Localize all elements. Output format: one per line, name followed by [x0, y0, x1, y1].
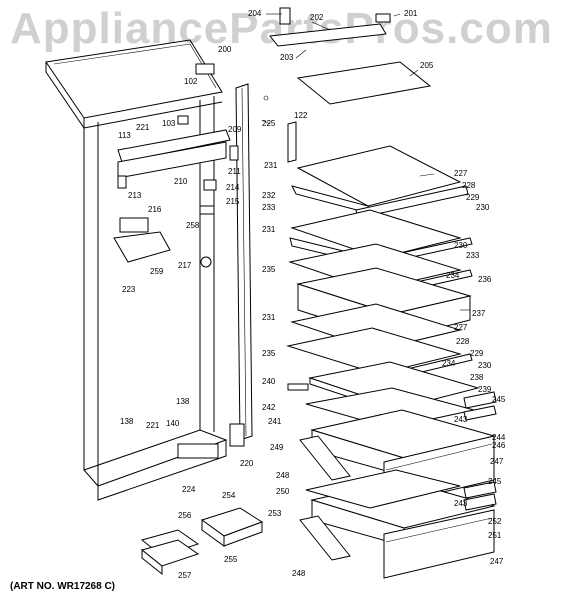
label-234-b: 234: [442, 359, 456, 368]
label-252: 252: [488, 517, 502, 526]
label-231-b: 231: [262, 225, 276, 234]
label-253: 253: [268, 509, 282, 518]
label-220: 220: [240, 459, 254, 468]
label-223: 223: [122, 285, 136, 294]
label-235-a: 235: [262, 265, 276, 274]
label-224: 224: [182, 485, 196, 494]
art-number: (ART NO. WR17268 C): [10, 581, 116, 592]
part-labels: 204 202 201 200 203 205 102 221 103 209 …: [118, 9, 506, 580]
label-254: 254: [222, 491, 236, 500]
label-243-b: 243: [454, 499, 468, 508]
label-138-a: 138: [176, 397, 190, 406]
label-255: 255: [224, 555, 238, 564]
label-201: 201: [404, 9, 418, 18]
top-shelf: [269, 7, 432, 105]
label-200: 200: [218, 45, 232, 54]
label-122: 122: [294, 111, 308, 120]
label-247-b: 247: [490, 557, 504, 566]
label-140: 140: [166, 419, 180, 428]
label-235-b: 235: [262, 349, 276, 358]
label-237: 237: [472, 309, 486, 318]
label-245-b: 245: [488, 477, 502, 486]
label-233-a: 233: [262, 203, 276, 212]
label-257: 257: [178, 571, 192, 580]
glass-shelves: [288, 145, 473, 299]
label-232: 232: [262, 191, 276, 200]
label-221-top: 221: [136, 123, 150, 132]
label-227-b: 227: [454, 323, 468, 332]
label-230-a: 230: [476, 203, 490, 212]
center-mullion: [235, 83, 269, 441]
label-213: 213: [128, 191, 142, 200]
label-250: 250: [276, 487, 290, 496]
label-230-b: 230: [454, 241, 468, 250]
label-138-b: 138: [120, 417, 134, 426]
label-229-a: 229: [466, 193, 480, 202]
label-230-c: 230: [478, 361, 492, 370]
label-231-c: 231: [262, 313, 276, 322]
drawer-rails: [463, 391, 497, 511]
label-217: 217: [178, 261, 192, 270]
label-233-b: 233: [466, 251, 480, 260]
label-238: 238: [470, 373, 484, 382]
label-244: 244: [492, 433, 506, 442]
label-241: 241: [268, 417, 282, 426]
crisper-drawer-lower: [299, 469, 496, 579]
leader-lines: [261, 13, 470, 311]
label-246: 246: [492, 441, 506, 450]
label-228-a: 228: [462, 181, 476, 190]
label-205: 205: [420, 61, 434, 70]
label-214: 214: [226, 183, 240, 192]
label-258: 258: [186, 221, 200, 230]
label-231-a: 231: [264, 161, 278, 170]
label-248-a: 248: [276, 471, 290, 480]
label-209: 209: [228, 125, 242, 134]
small-bins: [140, 507, 264, 576]
label-259: 259: [150, 267, 164, 276]
label-113: 113: [118, 131, 131, 140]
label-239: 239: [478, 385, 492, 394]
label-248-b: 248: [292, 569, 306, 578]
label-215: 215: [226, 197, 240, 206]
shelf-ladder: [287, 121, 297, 163]
label-234-a: 234: [446, 271, 460, 280]
label-251: 251: [488, 531, 502, 540]
label-247-a: 247: [490, 457, 504, 466]
label-228-b: 228: [456, 337, 470, 346]
label-202: 202: [310, 13, 324, 22]
control-housing: [113, 63, 245, 459]
label-103: 103: [162, 119, 176, 128]
label-211: 211: [228, 167, 241, 176]
label-256: 256: [178, 511, 192, 520]
label-236: 236: [478, 275, 492, 284]
label-221-bottom: 221: [146, 421, 160, 430]
label-210: 210: [174, 177, 188, 186]
label-225: 225: [262, 119, 276, 128]
label-229-b: 229: [470, 349, 484, 358]
label-227-a: 227: [454, 169, 468, 178]
label-243-a: 243: [454, 415, 468, 424]
cabinet-liner: [45, 39, 228, 501]
label-102: 102: [184, 77, 198, 86]
label-203: 203: [280, 53, 294, 62]
label-242: 242: [262, 403, 276, 412]
label-240: 240: [262, 377, 276, 386]
label-245-a: 245: [492, 395, 506, 404]
label-204: 204: [248, 9, 262, 18]
label-216: 216: [148, 205, 162, 214]
label-249: 249: [270, 443, 284, 452]
